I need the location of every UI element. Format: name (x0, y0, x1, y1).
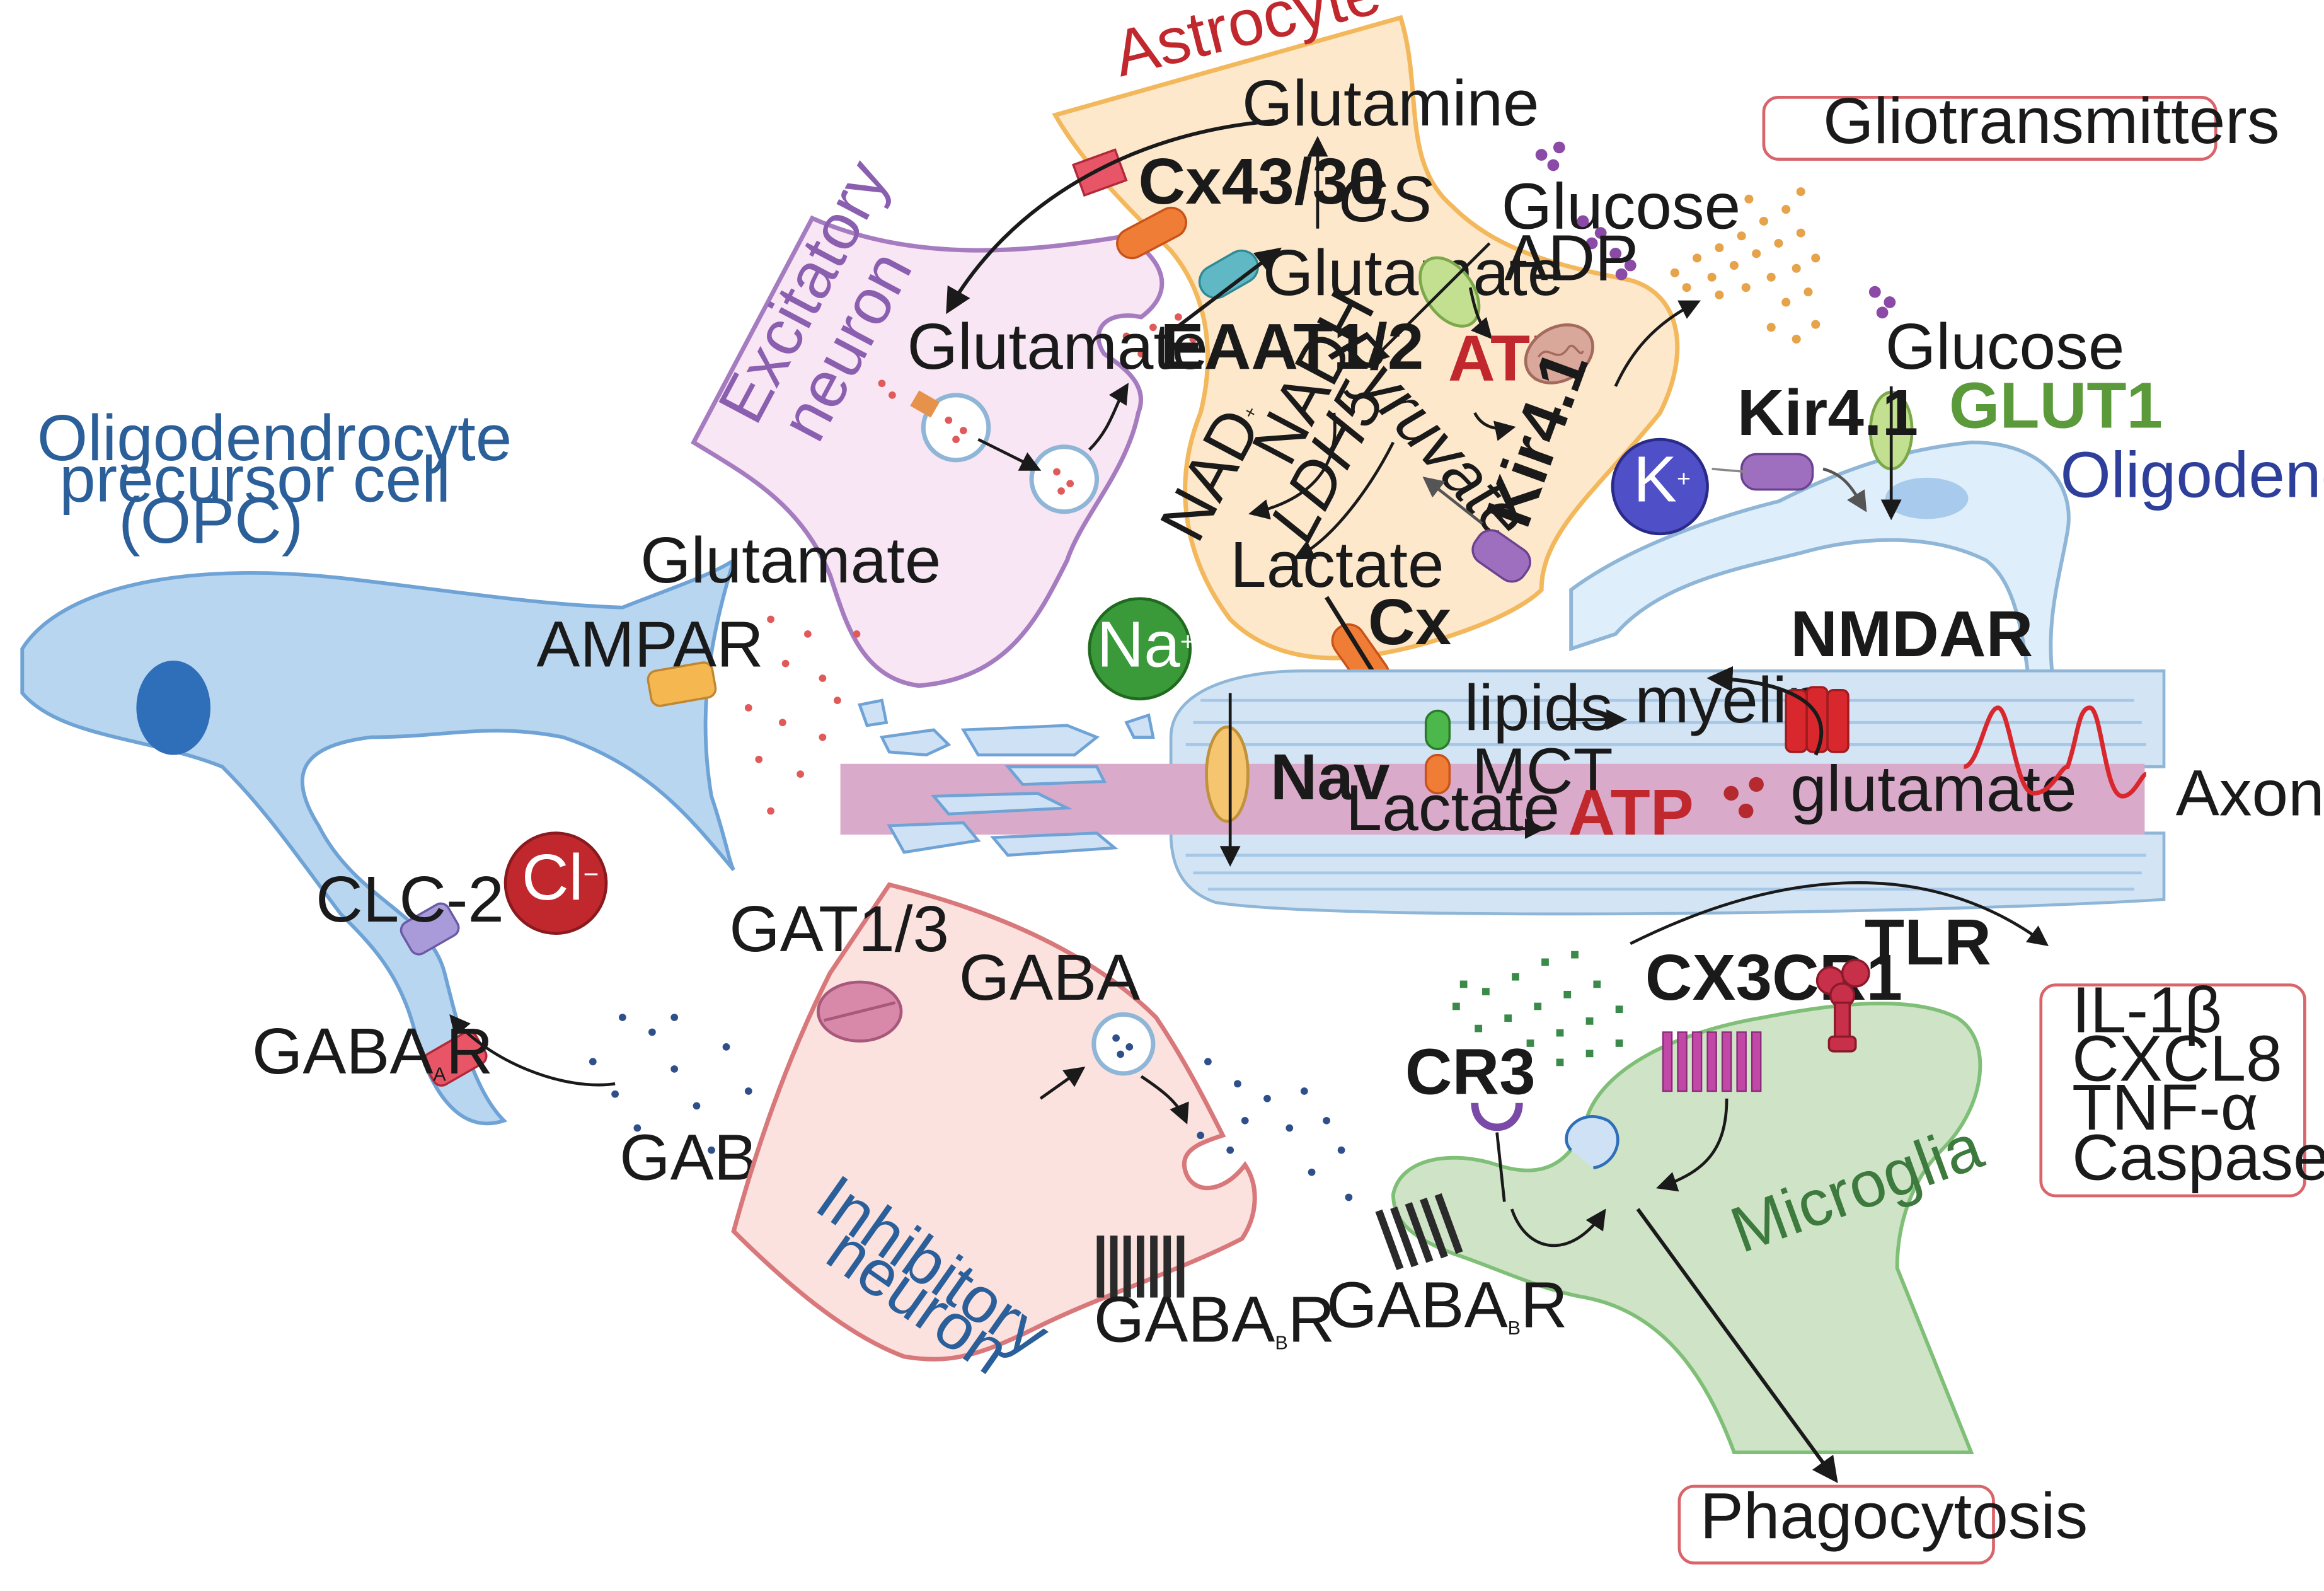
gababr2-label: GABABR (1326, 1269, 1568, 1341)
opc-label-1: Oligodendrocyte (37, 402, 512, 474)
gababr1-receptor (1096, 1235, 1185, 1298)
nmdar-label: NMDAR (1790, 598, 2033, 670)
adp-label: ADP (1504, 222, 1638, 294)
glutamate-synaptic-dots (744, 615, 861, 815)
glutamate-neuron-label: Glutamate (907, 310, 1207, 383)
cytokine-item: CXCL8 (2072, 1022, 2282, 1095)
chloride-ion (503, 831, 608, 935)
glut1-label: GLUT1 (1949, 369, 2163, 442)
cx3cr1-receptor (1662, 1031, 1762, 1092)
tlr-label: TLR (1865, 906, 1991, 978)
cr3-receptor (1471, 1102, 1523, 1131)
k-ion-label: K+ (1633, 443, 1691, 516)
atp-axon-label: ATP (1568, 776, 1693, 848)
ampar-receptor (647, 661, 717, 707)
potassium-ion (1611, 437, 1709, 536)
cl-ion-label: Cl− (522, 841, 599, 913)
phagocytic-cup (1565, 1115, 1619, 1169)
clc2-label: CLC-2 (316, 863, 504, 935)
glucose-oligo-label: Glucose (1885, 310, 2125, 383)
vesicle (1029, 444, 1100, 514)
opc-nucleus (136, 660, 210, 755)
opc-label-3: (OPC) (118, 484, 303, 557)
gaba-dots-right (1197, 1058, 1353, 1201)
glutamate-opc-label: Glutamate (640, 524, 941, 596)
cx4330-hemichannel (1116, 206, 1187, 260)
kir41-label-b: Kir4.1 (1737, 376, 1919, 449)
mct-label: MCT (1472, 735, 1613, 807)
phagocytosis-label: Phagocytosis (1700, 1479, 2088, 1552)
gs-label: GS (1338, 163, 1433, 235)
gat13-label: GAT1/3 (729, 893, 949, 965)
gaba-inhib-label: GABA (959, 941, 1141, 1014)
gaba-vesicle (1091, 1012, 1156, 1076)
node-fragments (858, 698, 1155, 857)
lactate-axon-label: Lactate (1346, 772, 1560, 844)
vesicle (921, 393, 991, 463)
cytokine-item: TNF-α (2072, 1071, 2258, 1143)
myelin-upper (1169, 669, 2166, 768)
phagocytosis-box (1677, 1484, 1995, 1565)
sodium-ion (1088, 597, 1192, 701)
gliotransmitters-box (1762, 96, 2218, 161)
vesicle-transporter (910, 390, 940, 418)
lactate-astro-label: Lactate (1230, 528, 1444, 601)
damp-dots (1452, 951, 1623, 1067)
action-potential-trace (1963, 705, 2148, 799)
mct-transporter-top (1424, 709, 1451, 751)
cx4330-label: Cx43/30 (1138, 145, 1384, 217)
microglia-cell (1391, 1001, 1982, 1455)
clc2-channel (400, 902, 460, 956)
nav-channel (1205, 725, 1250, 823)
mct-transporter-bottom (1424, 753, 1451, 795)
cytokine-item: IL-1β (2072, 974, 2222, 1046)
oligodendrocyte-label: Oligodendrocyte (2060, 439, 2324, 511)
axon-label: Axon (2176, 757, 2324, 830)
cx-label: Cx (1368, 586, 1451, 658)
glutamine-label: Glutamine (1242, 67, 1539, 139)
glutamate-astro-label: Glutamate (1263, 236, 1563, 309)
glutamate-axon-label: glutamate (1790, 753, 2076, 825)
glucose-astro-label: Glucose (1502, 170, 1741, 243)
cytokine-item: Caspase-3 (2072, 1121, 2324, 1194)
ampar-label: AMPAR (536, 608, 763, 681)
cytokines-box (2039, 983, 2306, 1198)
na-ion-label: Na+ (1097, 608, 1196, 681)
gababr2-receptor (1375, 1193, 1463, 1271)
gabaar-label: GABAAR (252, 1015, 493, 1087)
opc-label-2: precursor cell (59, 443, 451, 516)
gliotransmitter-dots (1670, 187, 1821, 344)
gliotransmitters-label: Gliotransmitters (1823, 84, 2279, 157)
tlr-receptor (1815, 959, 1870, 1053)
gaba-dots-left (589, 1014, 760, 1184)
glutamate-dots (878, 313, 1197, 495)
astrocyte-cell (1052, 14, 1680, 661)
kir41-channel-oligo (1740, 453, 1814, 491)
gababr1-label: GABABR (1094, 1283, 1335, 1356)
glucose-dots (1535, 141, 1896, 319)
lipids-label: lipids (1464, 671, 1613, 744)
glutamate-axon-dots (1723, 777, 1764, 819)
kir41-channel-astro (1471, 529, 1531, 583)
cr3-label: CR3 (1405, 1036, 1536, 1108)
nav-label: Nav (1270, 741, 1390, 813)
oligodendrocyte-nucleus (1885, 477, 1969, 519)
myelin-lamellae (1185, 698, 2146, 891)
